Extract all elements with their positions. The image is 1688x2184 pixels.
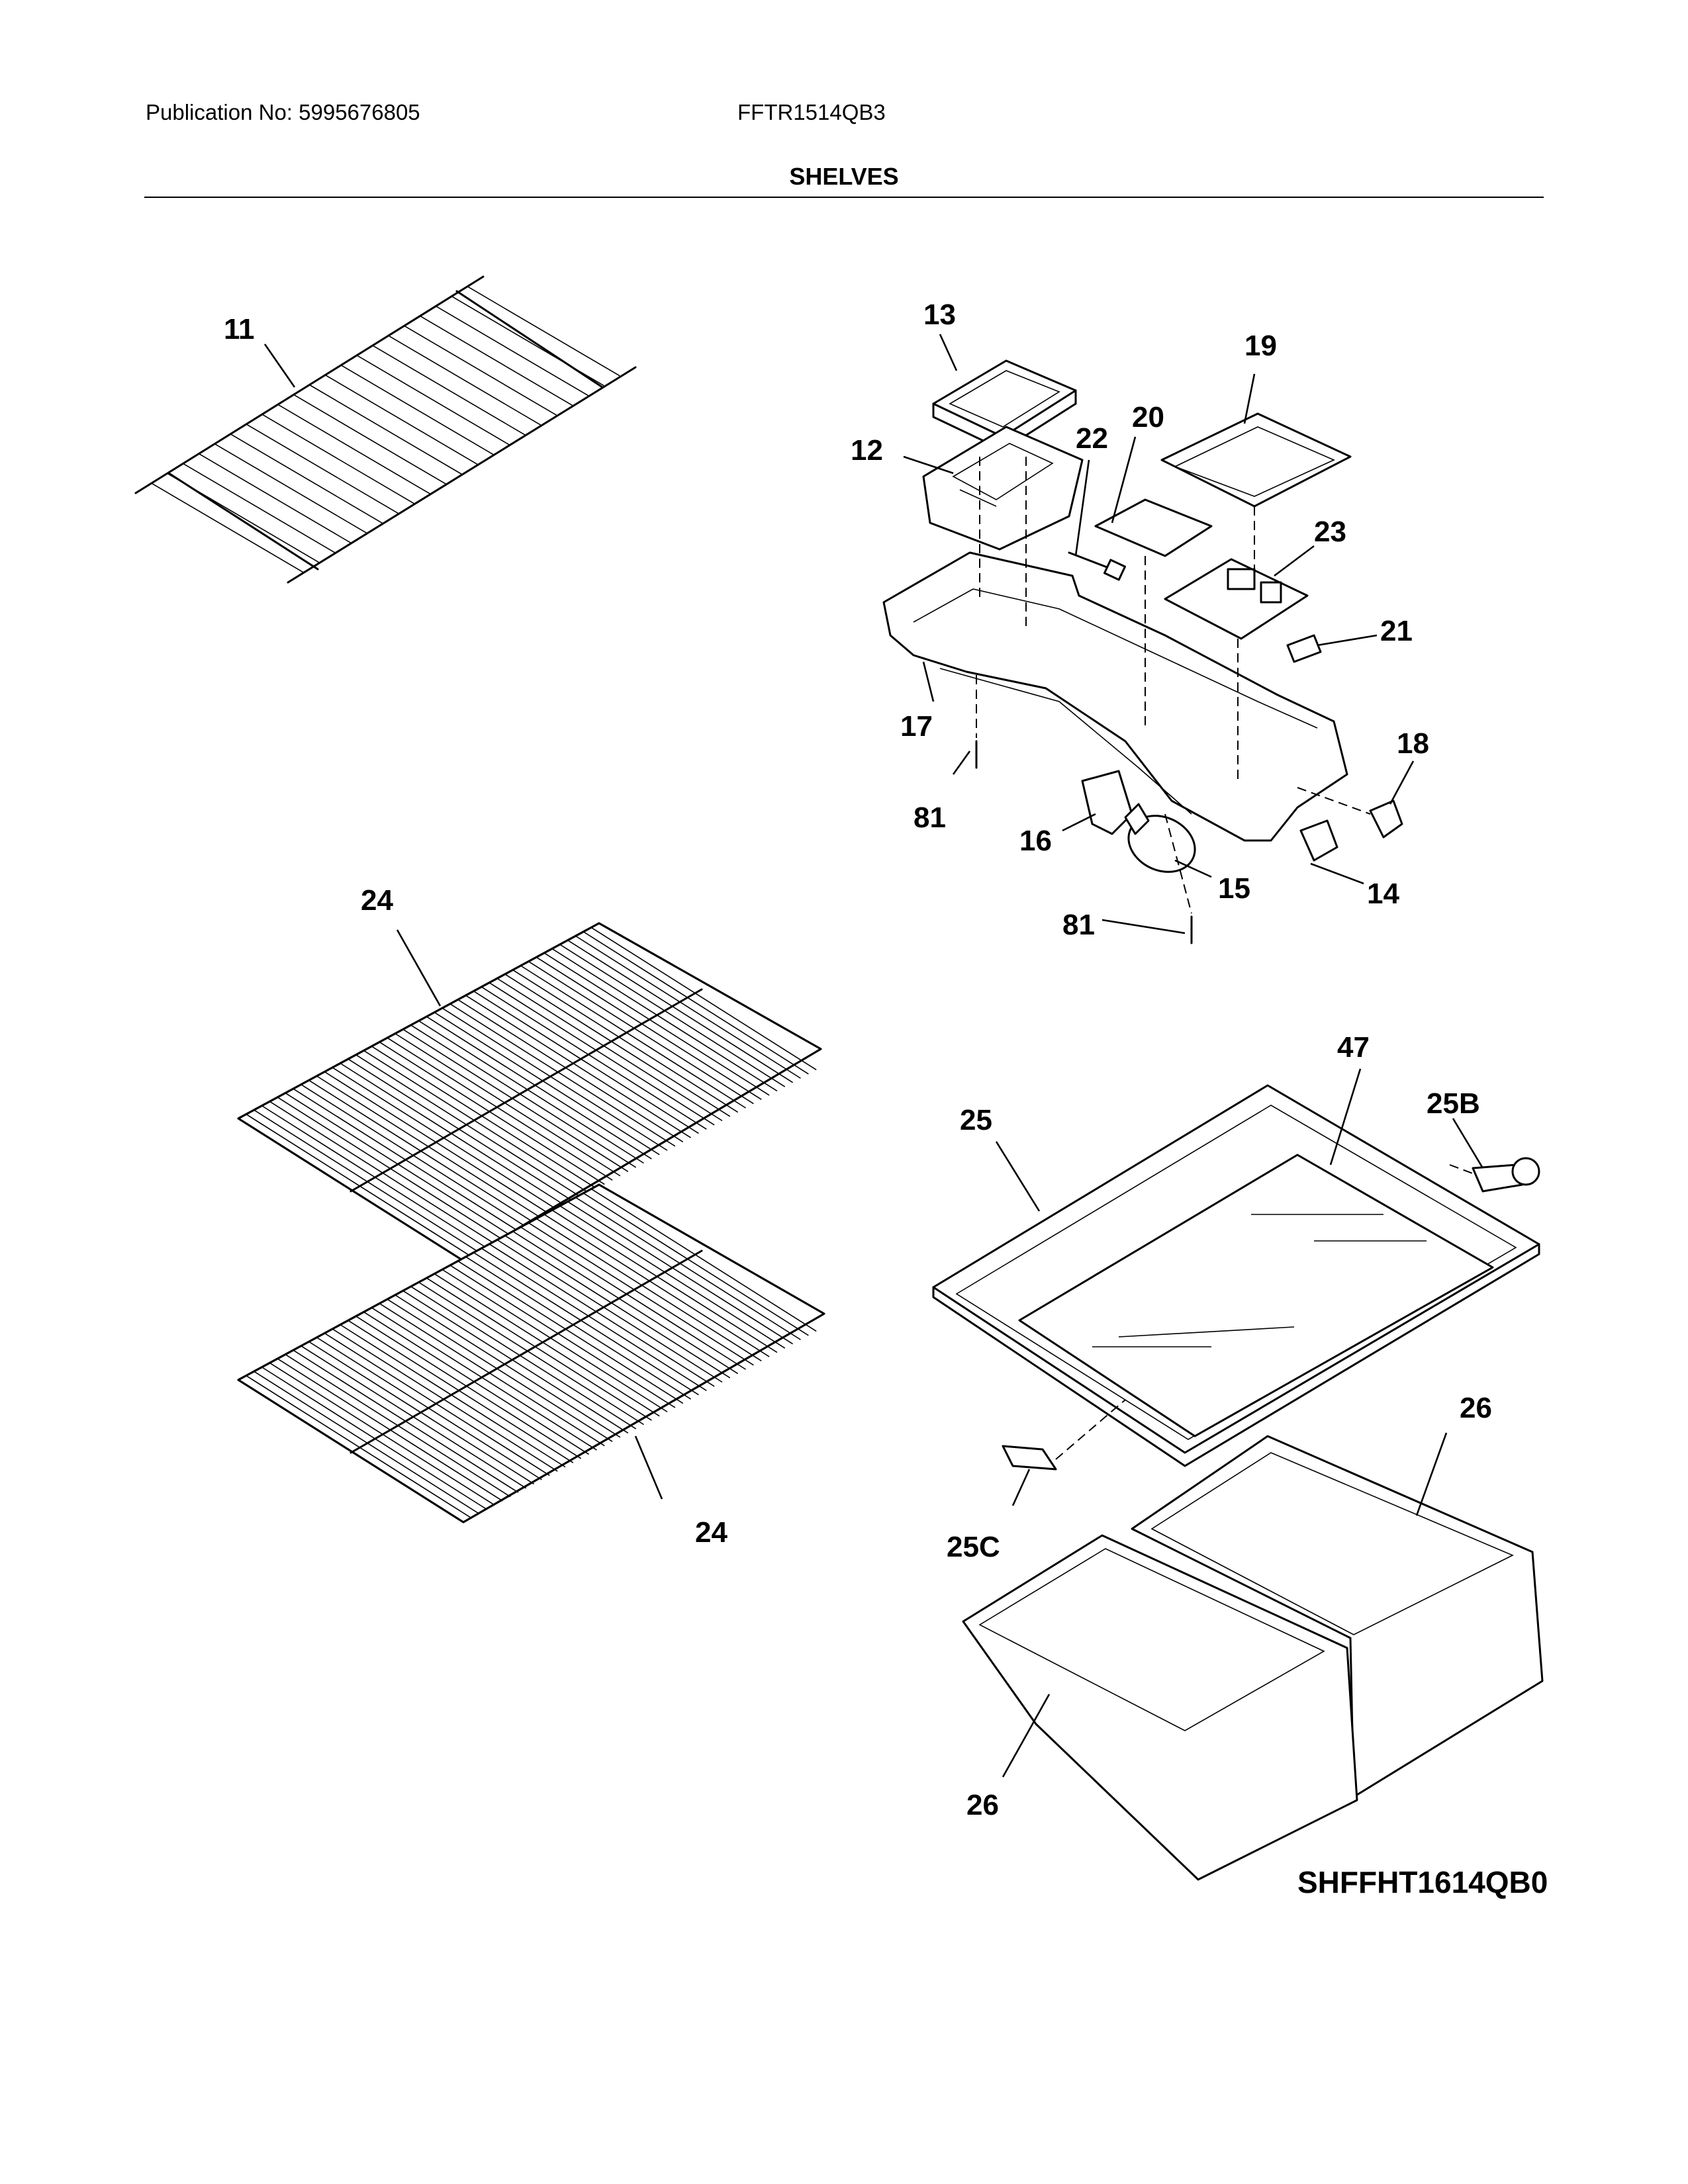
callout-25c: 25C [947, 1531, 1000, 1563]
callout-23: 23 [1314, 516, 1346, 548]
publication-number: Publication No: 5995676805 [146, 100, 420, 124]
diagram-code: SHFFHT1614QB0 [1297, 1865, 1548, 1899]
callout-25b: 25B [1427, 1087, 1480, 1120]
callout-81-upper: 81 [914, 801, 946, 834]
callout-47: 47 [1337, 1031, 1370, 1064]
callout-20: 20 [1132, 401, 1164, 433]
callout-25: 25 [960, 1104, 992, 1136]
crisper-drawer-right [1131, 1435, 1544, 1798]
callout-26-left: 26 [966, 1789, 999, 1821]
header-divider [144, 197, 1544, 198]
wire-shelf-lower [237, 1183, 825, 1524]
callout-19: 19 [1244, 330, 1277, 362]
callout-15: 15 [1218, 872, 1250, 905]
crisper-drawer-left [962, 1534, 1358, 1881]
callout-21: 21 [1380, 615, 1413, 647]
model-number: FFTR1514QB3 [737, 100, 886, 124]
callout-13: 13 [923, 298, 956, 331]
callout-11: 11 [224, 313, 255, 345]
callout-22: 22 [1076, 422, 1108, 455]
callout-26-right: 26 [1460, 1392, 1492, 1424]
section-title: SHELVES [789, 163, 899, 190]
callout-24-upper: 24 [361, 884, 393, 917]
callout-18: 18 [1397, 727, 1429, 760]
control-housing-assembly [882, 359, 1403, 944]
callout-81-lower: 81 [1062, 909, 1095, 941]
crisper-cover-assembly [932, 1084, 1540, 1471]
wire-shelf-upper [237, 922, 822, 1262]
wire-shelf-small [134, 275, 637, 584]
callout-14: 14 [1367, 878, 1399, 910]
callout-labels: 11 12 13 14 15 16 17 18 19 20 21 22 23 2… [224, 298, 1492, 1821]
callout-17: 17 [900, 710, 933, 743]
callout-24-lower: 24 [695, 1516, 727, 1549]
leader-lines [263, 334, 1484, 1778]
callout-12: 12 [851, 434, 883, 467]
callout-16: 16 [1019, 825, 1052, 857]
